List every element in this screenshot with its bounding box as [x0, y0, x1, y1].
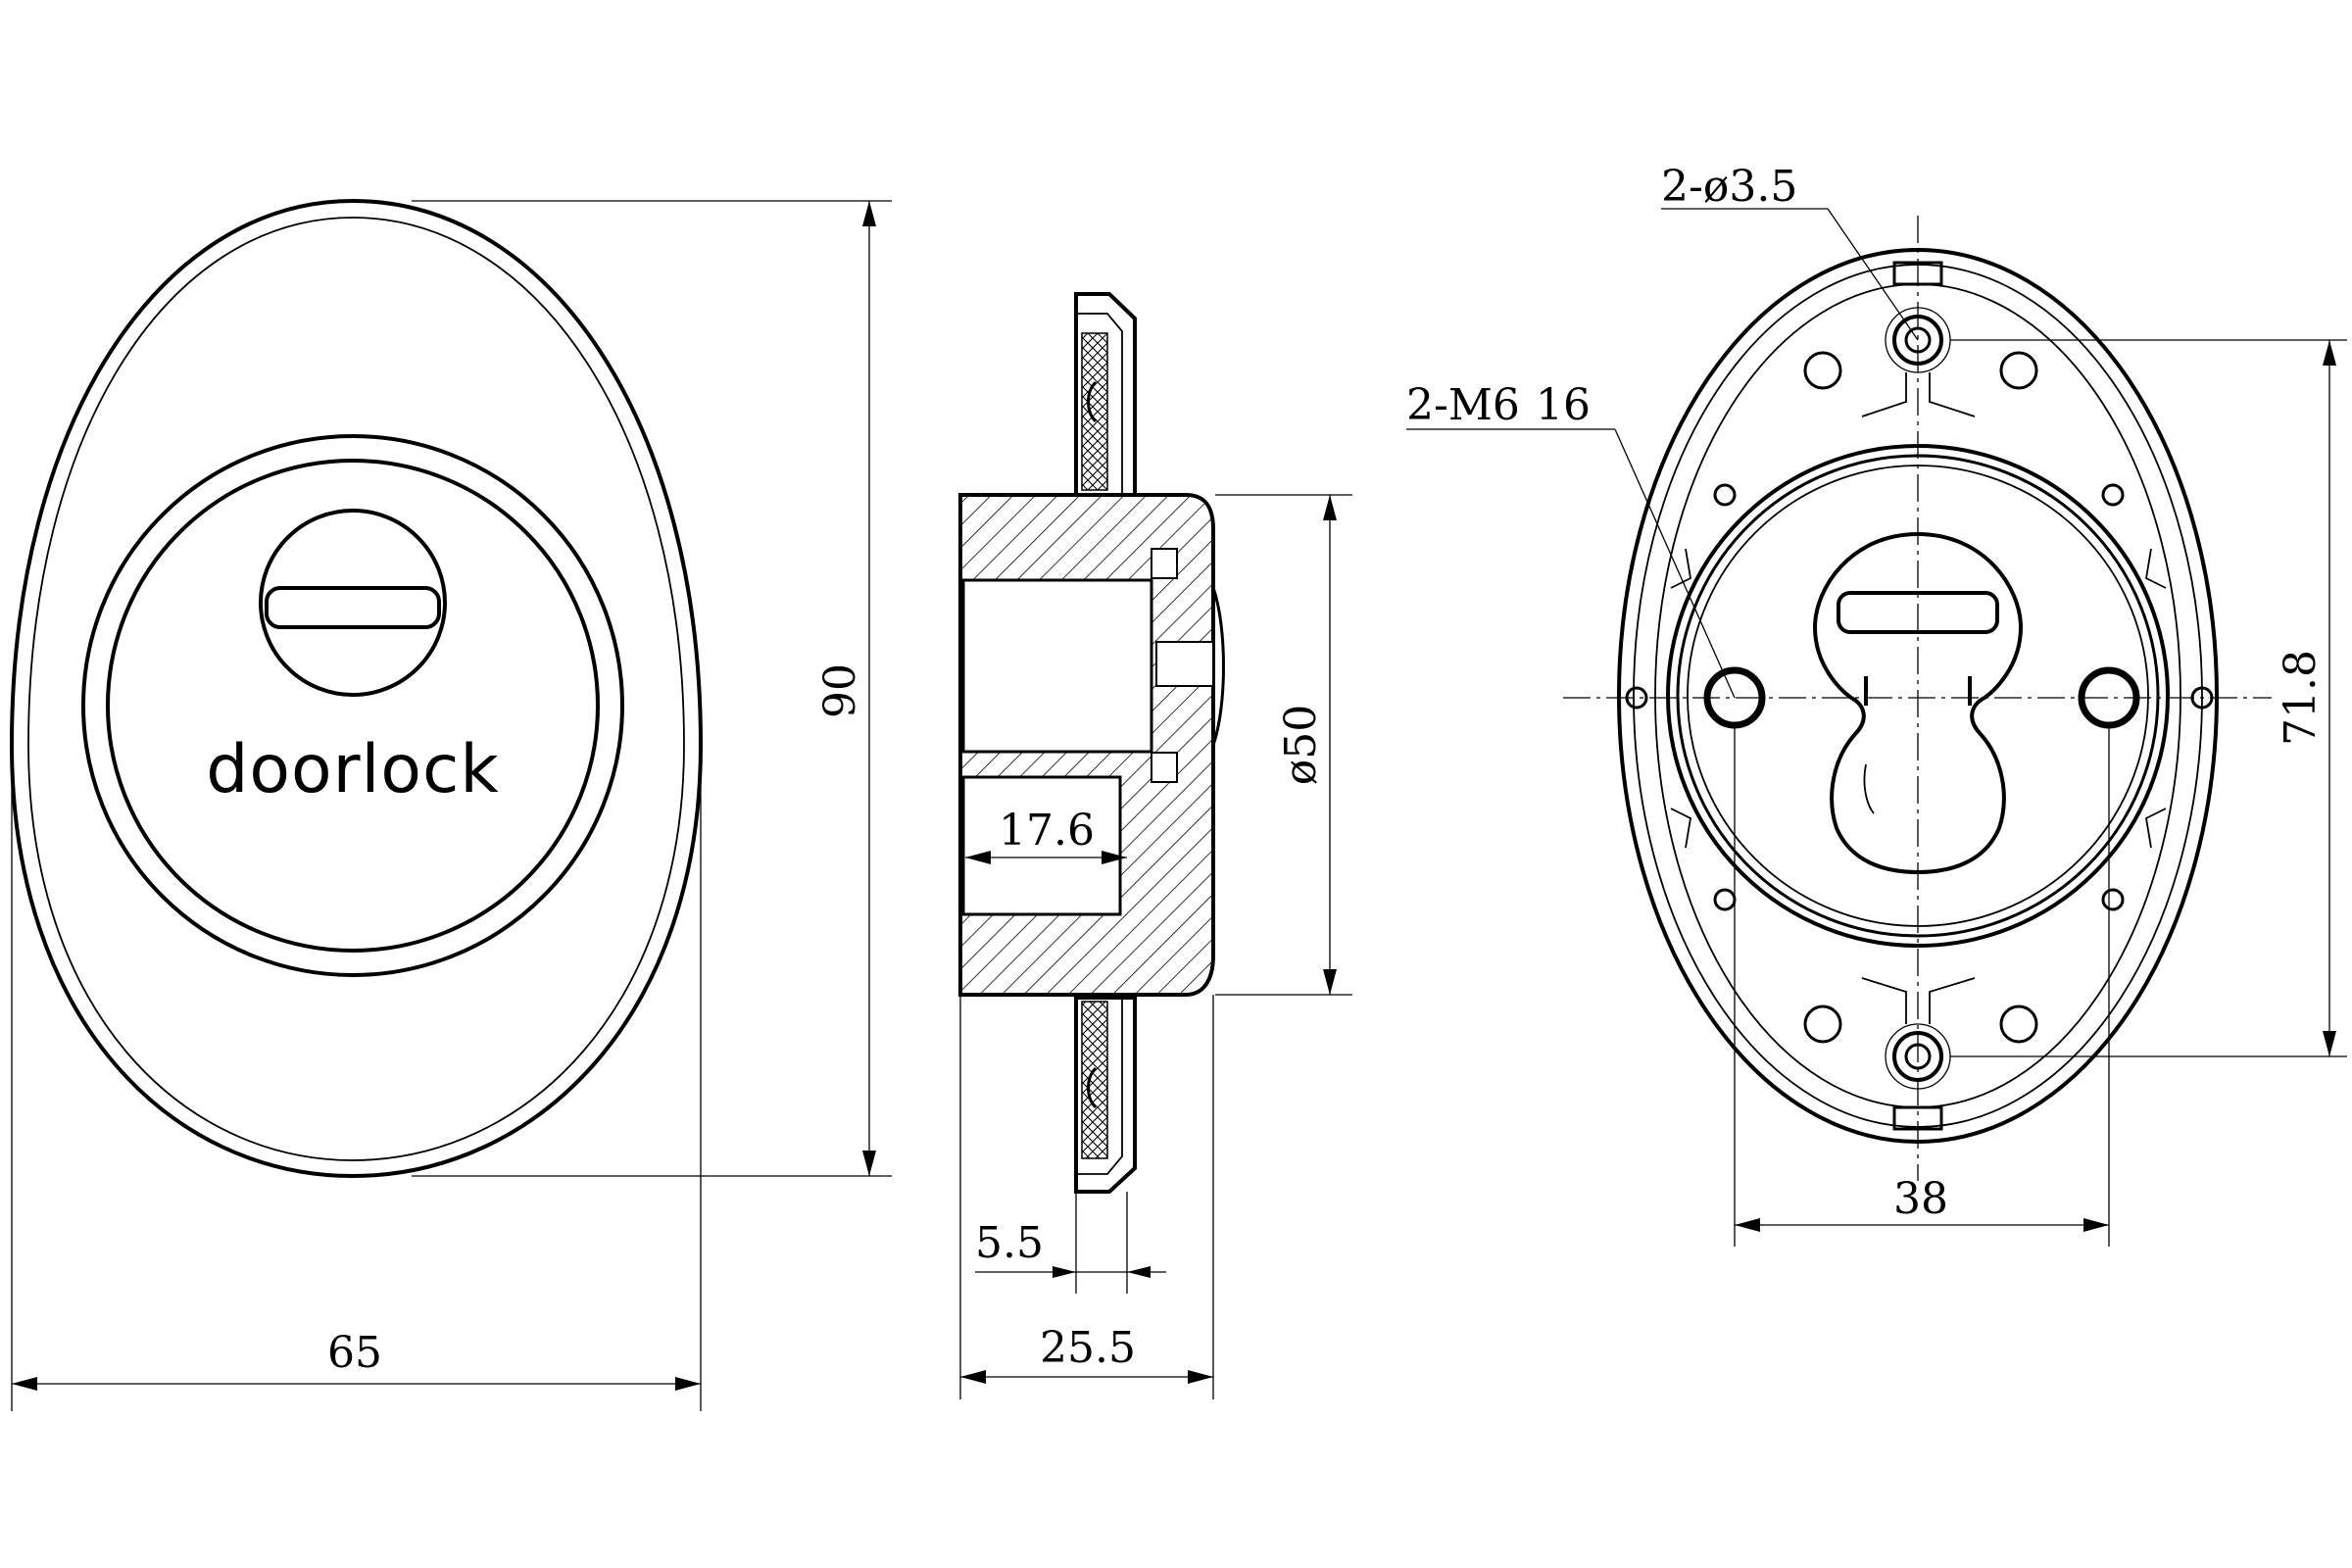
section-view: ø50 17.6 5.5 25.5 [958, 292, 1352, 1399]
rotating-shutter-knob [259, 509, 447, 697]
front-view: doorlock 65 90 [9, 198, 892, 1411]
screw-hole-bottom [1892, 1031, 1943, 1082]
dimension-back-hole-spacing: 38 [1893, 1174, 1948, 1224]
dimension-back-screw-spacing: 71.8 [2276, 650, 2326, 746]
dimension-section-diameter: ø50 [1276, 705, 1326, 785]
dimension-front-width: 65 [327, 1328, 382, 1378]
shutter-slot [265, 586, 441, 629]
escutcheon-inner-outline [27, 217, 685, 1161]
dimension-section-plate: 5.5 [975, 1218, 1044, 1268]
screw-hole-top [1892, 315, 1943, 366]
brand-logo-text: doorlock [206, 731, 500, 808]
plate-lower-outline [1074, 996, 1137, 1194]
inner-recess [961, 775, 1122, 916]
callout-through-holes: 2-ø3.5 [1661, 162, 1797, 212]
plate-upper-outline [1074, 292, 1137, 497]
callout-threaded-holes: 2-M6 [1406, 380, 1520, 430]
back-view: 2-ø3.5 2-M6 16 38 71.8 [1406, 162, 2347, 1247]
dimension-front-height: 90 [815, 663, 865, 718]
cylinder-bore [961, 578, 1153, 754]
keyhole-cutout [1812, 531, 2024, 875]
dimension-section-depth: 25.5 [1040, 1323, 1136, 1373]
outer-escutcheon-outline [9, 198, 704, 1179]
callout-threaded-depth: 16 [1536, 380, 1591, 430]
cylinder-cover-ring [81, 434, 624, 977]
cylinder-cover-inner-ring [106, 459, 600, 953]
dimension-section-inner: 17.6 [999, 806, 1095, 856]
